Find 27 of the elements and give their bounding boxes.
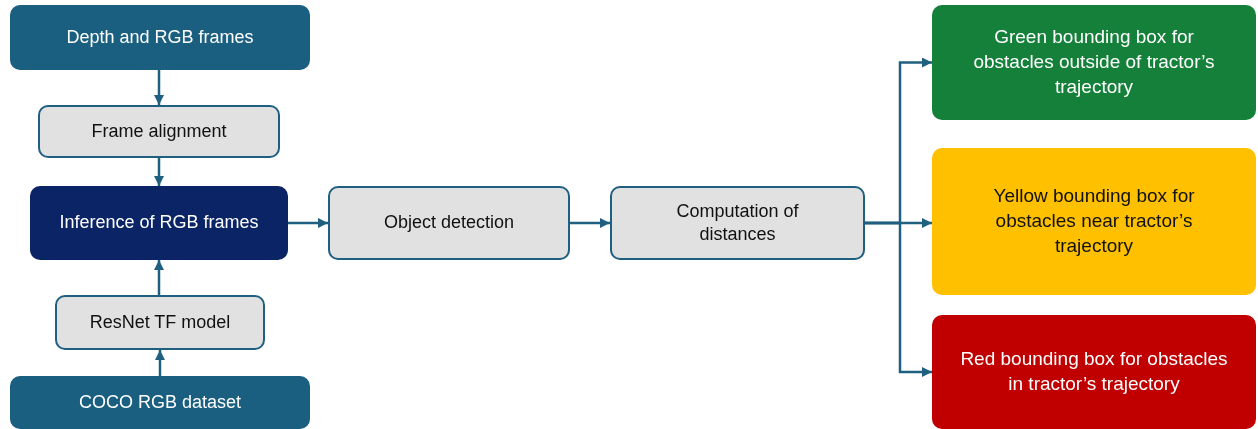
box-label: ResNet TF model — [89, 310, 231, 334]
arrow — [155, 350, 165, 376]
arrow — [288, 218, 328, 228]
box-label: Depth and RGB frames — [66, 25, 254, 49]
process-box — [610, 186, 865, 260]
input-box — [10, 376, 310, 429]
process-box — [38, 105, 280, 158]
box-label: Inference of RGB frames — [59, 211, 259, 235]
process-box — [328, 186, 570, 260]
arrow — [154, 70, 164, 105]
arrow — [570, 218, 610, 228]
box-label: Computation of distances — [675, 199, 800, 246]
arrow — [154, 260, 164, 295]
box-label: Object detection — [383, 211, 515, 235]
box-label: Red bounding box for obstacles in tractor’s trajectory — [959, 347, 1229, 396]
arrow — [865, 221, 932, 377]
box-label: Yellow bounding box for obstacles near tractor’s trajectory — [992, 184, 1196, 258]
arrow — [154, 158, 164, 186]
output-box — [932, 5, 1256, 120]
box-label: COCO RGB dataset — [78, 390, 242, 414]
input-box — [10, 5, 310, 70]
box-label: Green bounding box for obstacles outside of tractor’s trajectory — [972, 25, 1216, 99]
box-label: Frame alignment — [91, 119, 227, 143]
process-box — [30, 186, 288, 260]
process-box — [55, 295, 265, 350]
output-box — [932, 148, 1256, 295]
output-box — [932, 315, 1256, 429]
